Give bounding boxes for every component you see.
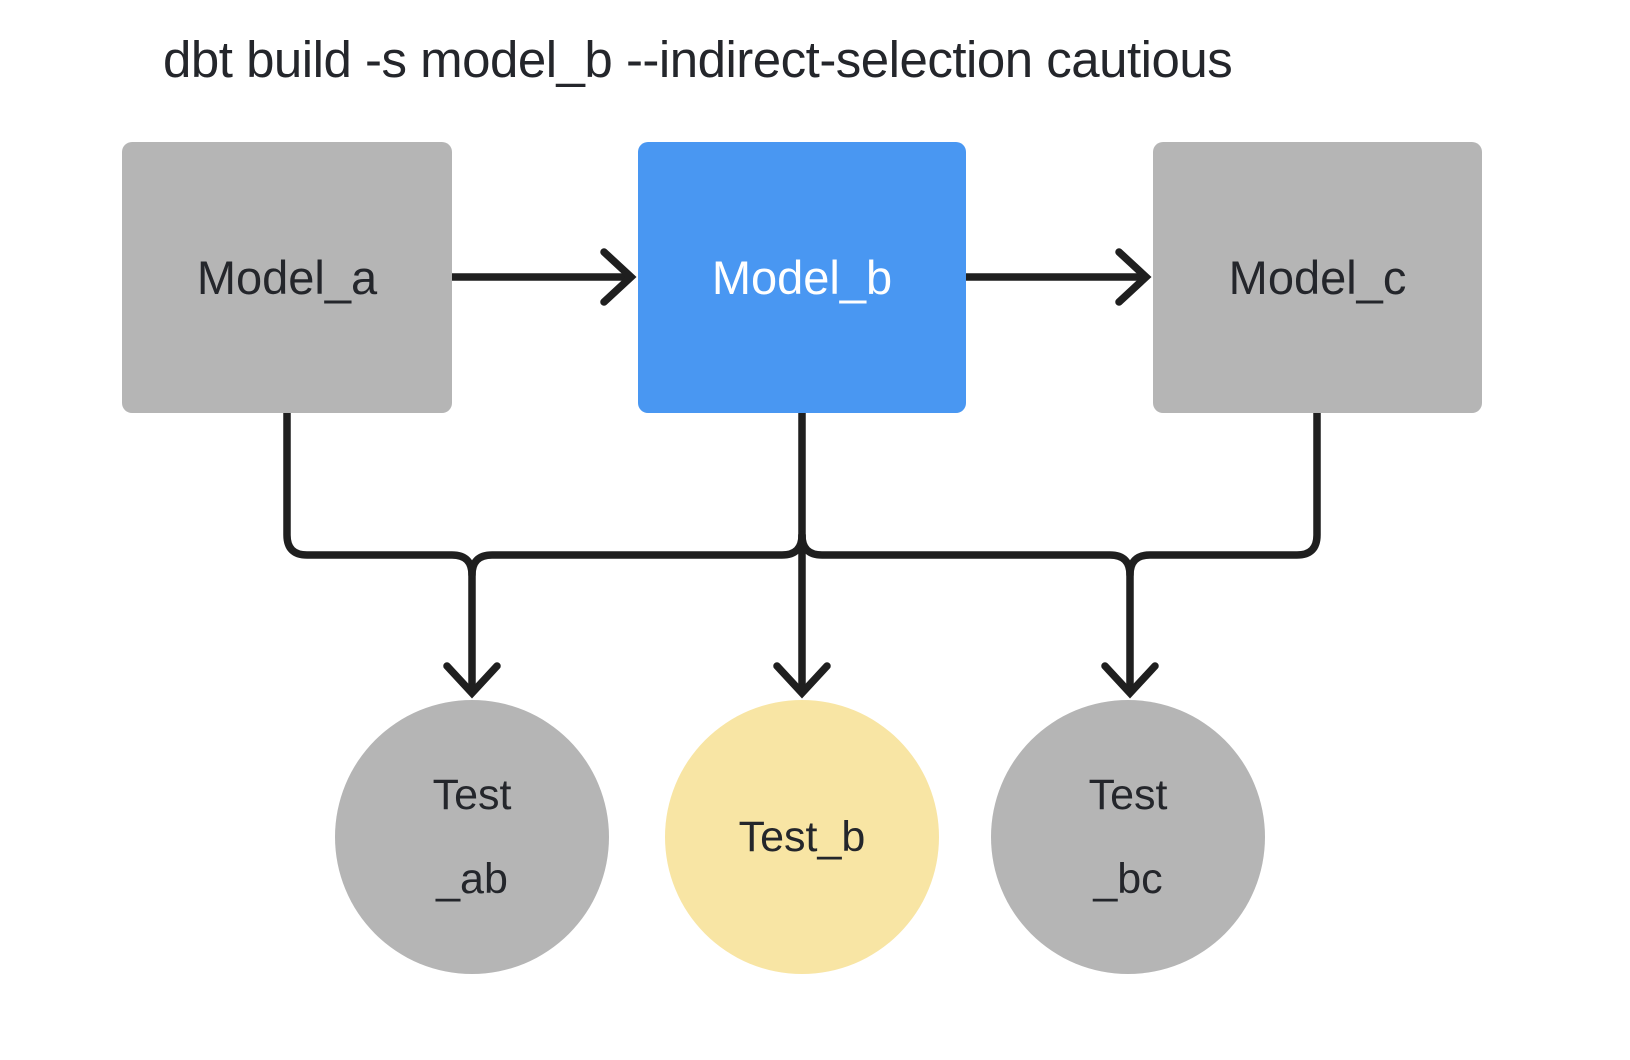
- edge-model-a-to-test-ab: [283, 409, 476, 693]
- node-test-b-label: Test_b: [738, 813, 866, 861]
- edge-model-b-to-test-ab: [468, 531, 806, 579]
- node-test-ab-label-line2: _ab: [436, 855, 508, 903]
- node-model-b: Model_b: [638, 142, 966, 413]
- arrowhead-model-b-icon: [600, 248, 637, 306]
- node-model-b-label: Model_b: [711, 251, 893, 304]
- node-test-bc-label-line1: Test: [1088, 771, 1168, 819]
- node-test-b: Test_b: [665, 700, 939, 974]
- diagram-title: dbt build -s model_b --indirect-selectio…: [163, 31, 1233, 88]
- node-test-ab: Test _ab: [335, 700, 609, 974]
- node-model-c: Model_c: [1153, 142, 1482, 413]
- arrowhead-test-ab-icon: [443, 662, 501, 699]
- node-model-c-label: Model_c: [1228, 251, 1407, 304]
- arrowhead-test-bc-icon: [1101, 662, 1159, 699]
- node-model-a-label: Model_a: [196, 251, 378, 304]
- node-test-bc-label-line2: _bc: [1093, 855, 1163, 903]
- node-model-a: Model_a: [122, 142, 452, 413]
- edge-model-c-to-test-bc: [1126, 409, 1321, 579]
- arrowhead-model-c-icon: [1115, 248, 1152, 306]
- arrowhead-test-b-icon: [773, 662, 831, 699]
- node-test-ab-label-line1: Test: [432, 771, 512, 819]
- edge-model-b-to-test-bc: [798, 531, 1134, 693]
- node-test-bc: Test _bc: [991, 700, 1265, 974]
